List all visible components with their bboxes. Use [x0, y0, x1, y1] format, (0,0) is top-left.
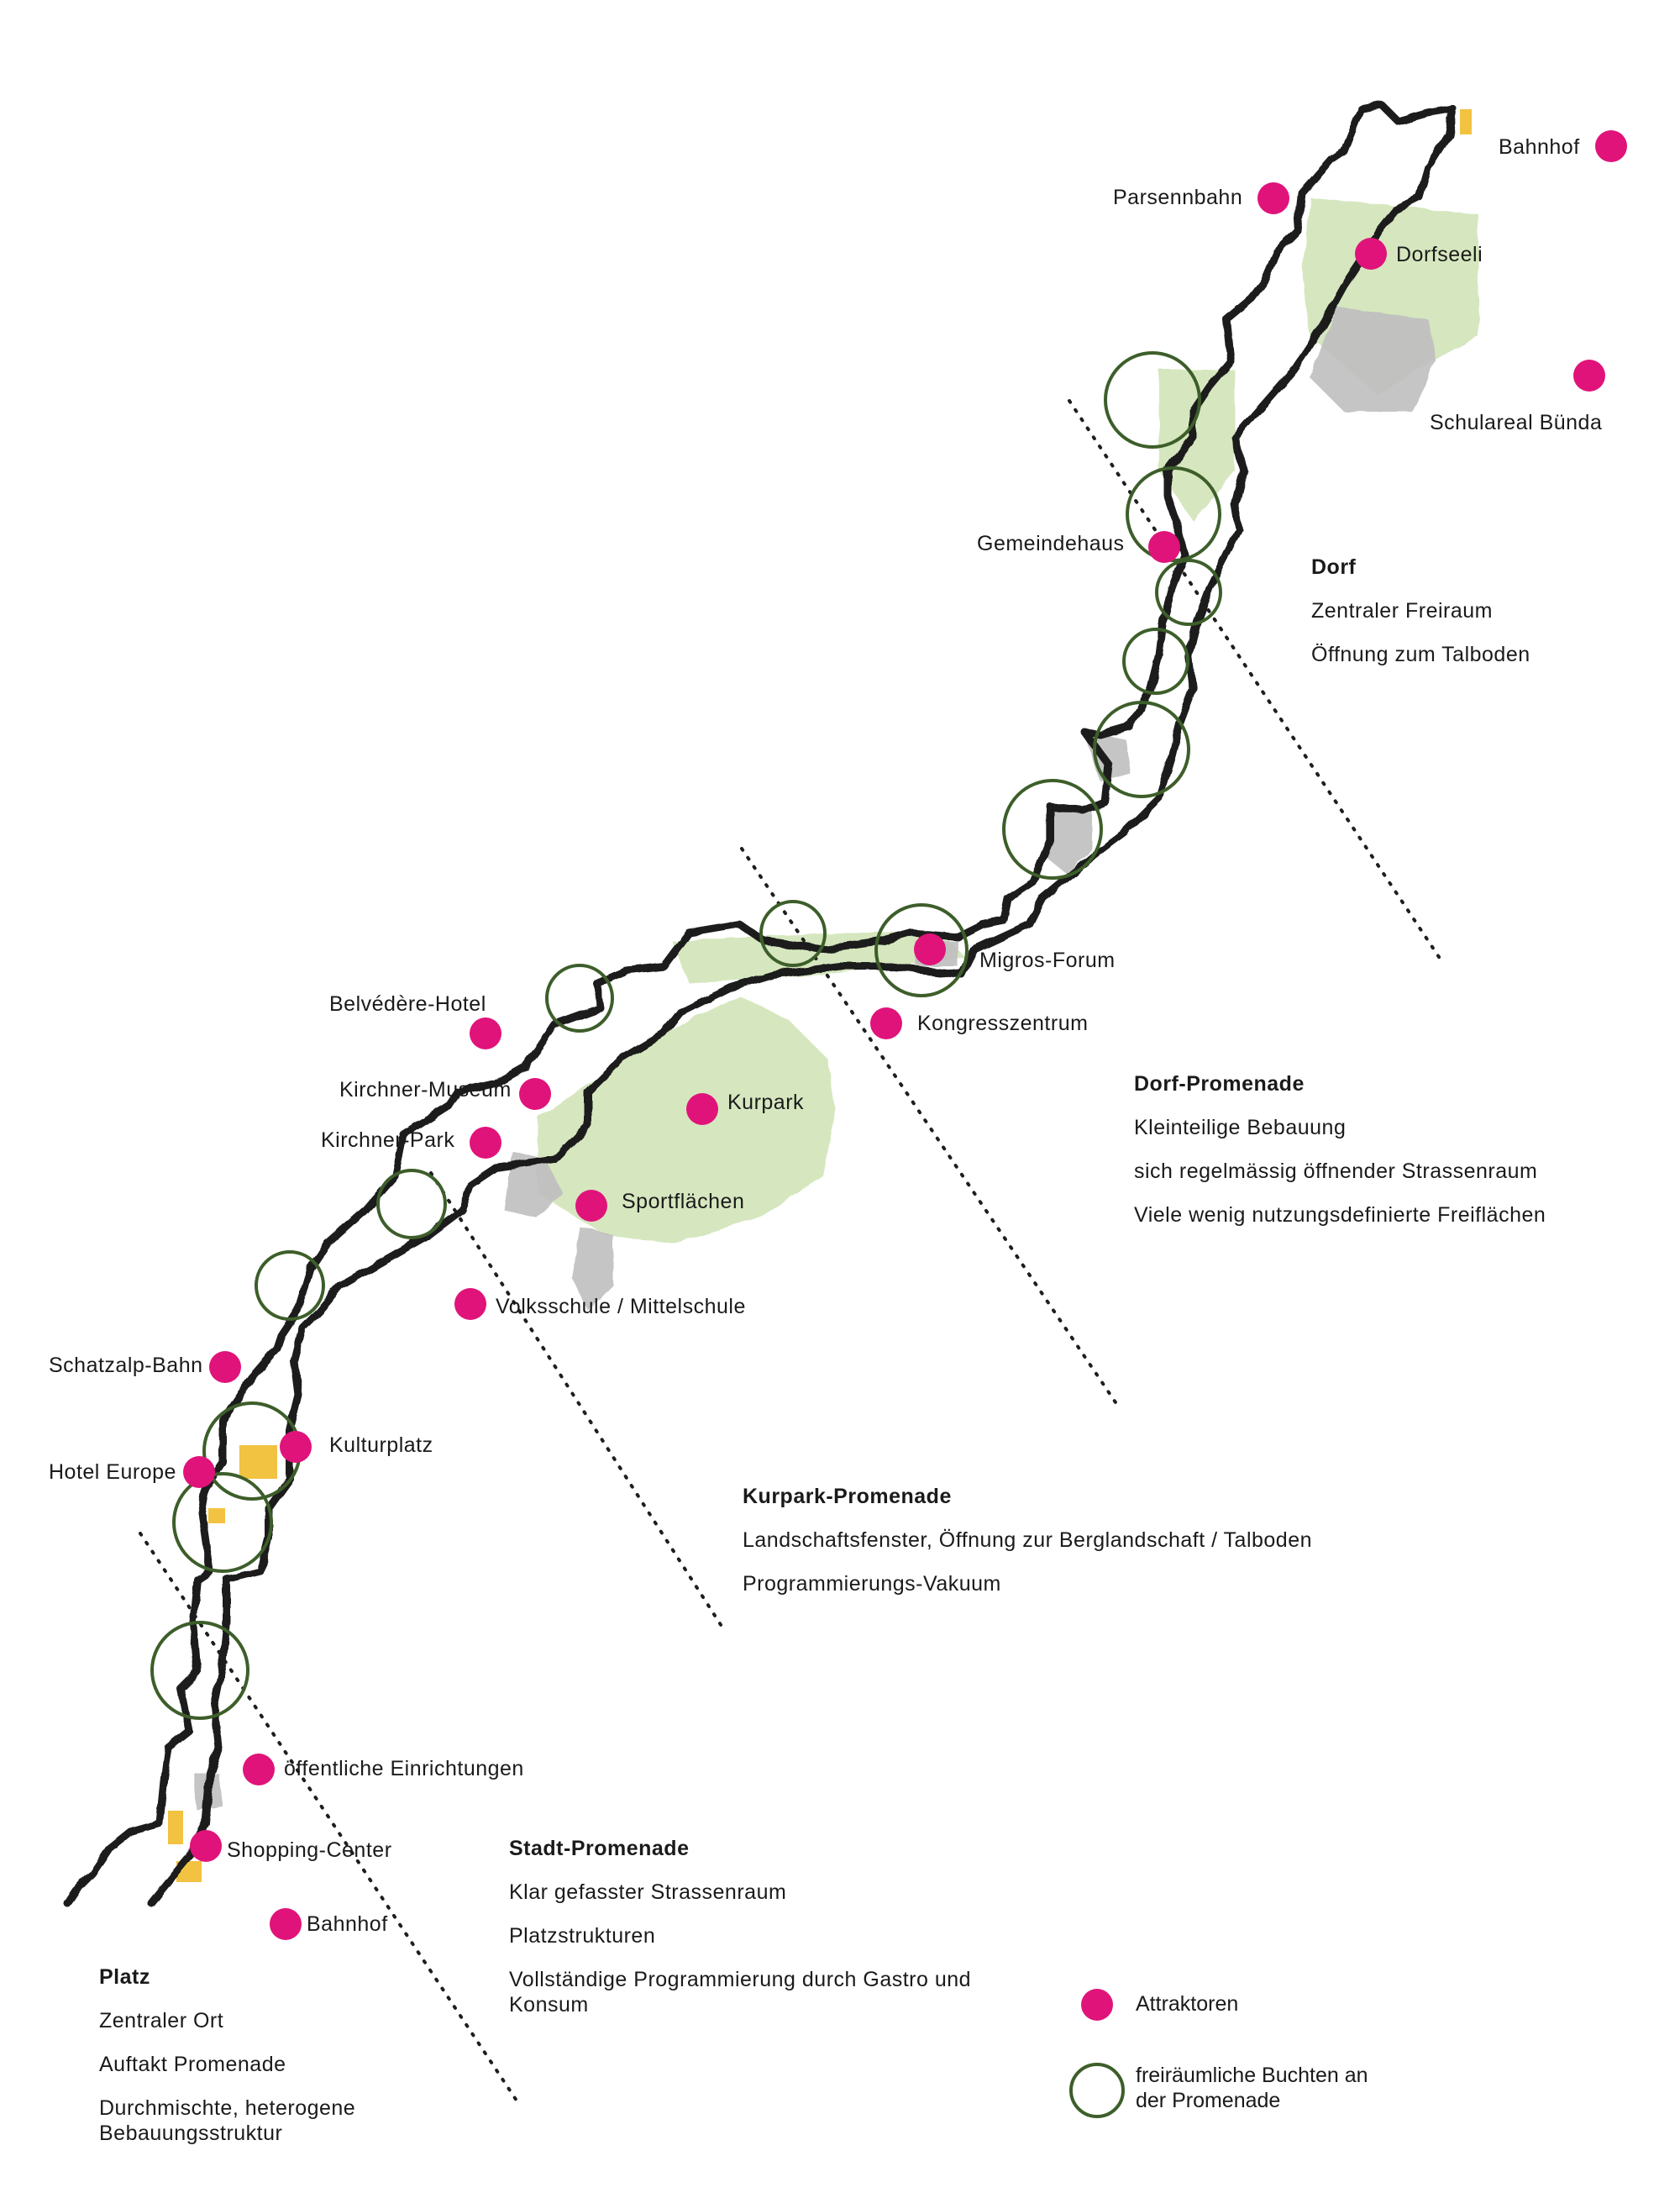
legend-attractors-label: Attraktoren — [1136, 1992, 1239, 2016]
attractor-dot-kirchner-museum — [519, 1078, 551, 1110]
bay-circle — [1104, 351, 1201, 449]
attractor-dot-oeffentliche-einrichtungen — [243, 1754, 275, 1785]
attractor-label: Dorfseeli — [1396, 243, 1483, 266]
section-platz: Platz Zentraler Ort Auftakt Promenade Du… — [99, 1964, 418, 2164]
bay-circle — [1093, 701, 1190, 798]
attractor-label: Shopping-Center — [227, 1838, 392, 1862]
attractor-dot-kirchner-park — [470, 1127, 501, 1159]
section-title: Platz — [99, 1965, 150, 1989]
attractor-label: Kurpark — [727, 1091, 805, 1114]
bay-circle — [1002, 779, 1103, 880]
bay-circle — [545, 964, 614, 1033]
attractor-label: Schulareal Bünda — [1430, 411, 1603, 434]
bay-circle — [1122, 628, 1189, 695]
attractor-label: Bahnhof — [1499, 135, 1580, 159]
attractor-dot-hotel-europe — [183, 1456, 215, 1488]
section-line: Zentraler Ort — [99, 2009, 224, 2032]
bay-circle — [1126, 466, 1221, 562]
attractor-dot-bahnhof-north — [1595, 130, 1627, 162]
section-title: Kurpark-Promenade — [743, 1485, 952, 1508]
attractor-label: Schatzalp-Bahn — [49, 1354, 203, 1377]
section-line: Öffnung zum Talboden — [1311, 643, 1530, 666]
attractor-dot-bahnhof-south — [270, 1908, 302, 1940]
grey-area-sport-2 — [571, 1227, 613, 1311]
bay-circle — [150, 1621, 249, 1720]
attractor-label: Hotel Europe — [49, 1460, 176, 1484]
attractor-dots — [183, 130, 1627, 1940]
attractor-label: Belvédère-Hotel — [329, 992, 486, 1016]
attractor-dot-volksschule — [454, 1288, 486, 1320]
promenade-outline — [63, 101, 1457, 1907]
grey-area-bay-1 — [1046, 807, 1092, 874]
section-line: Viele wenig nutzungsdefinierte Freifläch… — [1134, 1203, 1546, 1227]
attractor-dot-belvedere-hotel — [470, 1017, 501, 1049]
plaza-shopping — [168, 1811, 183, 1844]
legend-attractor-icon — [1081, 1989, 1113, 2021]
attractor-dot-kulturplatz — [280, 1431, 312, 1463]
bay-circle — [376, 1169, 447, 1239]
green-space-north-strip — [1159, 370, 1235, 521]
attractor-dot-shopping-center — [190, 1830, 222, 1862]
bay-circles — [150, 351, 1222, 1720]
attractor-label: Sportflächen — [622, 1190, 745, 1213]
section-line: Durchmischte, heterogene Bebauungsstrukt… — [99, 2096, 356, 2145]
section-line: Vollständige Programmierung durch Gastro… — [509, 1968, 972, 2017]
section-line: Platzstrukturen — [509, 1924, 656, 1948]
plaza-kulturplatz — [239, 1445, 277, 1479]
section-dorf-promenade: Dorf-Promenade Kleinteilige Bebauung sic… — [1134, 1071, 1546, 1246]
section-line: Kleinteilige Bebauung — [1134, 1116, 1347, 1139]
bay-circle — [874, 903, 969, 997]
section-title: Stadt-Promenade — [509, 1837, 690, 1860]
green-space-kurpark — [538, 996, 836, 1244]
attractor-label: Kirchner-Park — [321, 1128, 455, 1152]
attractor-label: Bahnhof — [307, 1912, 388, 1936]
grey-area-schulareal — [1310, 307, 1436, 412]
section-dorf: Dorf Zentraler Freiraum Öffnung zum Talb… — [1311, 555, 1530, 686]
bay-circle — [1155, 559, 1222, 626]
section-line: sich regelmässig öffnender Strassenraum — [1134, 1159, 1538, 1183]
section-stadt-promenade: Stadt-Promenade Klar gefasster Strassenr… — [509, 1836, 979, 2036]
attractor-label: Migros-Forum — [979, 949, 1116, 972]
divider-stadt-promenade — [139, 1532, 518, 2102]
attractor-dot-kurpark — [686, 1093, 718, 1125]
attractor-label: Parsennbahn — [1113, 186, 1243, 209]
attractor-label: Volksschule / Mittelschule — [496, 1295, 746, 1318]
attractor-label: Kulturplatz — [329, 1433, 433, 1457]
section-title: Dorf — [1311, 555, 1357, 579]
attractor-label: Gemeindehaus — [977, 532, 1125, 555]
section-line: Landschaftsfenster, Öffnung zur Bergland… — [743, 1528, 1313, 1552]
section-line: Auftakt Promenade — [99, 2053, 286, 2076]
bay-circle — [759, 900, 827, 967]
attractor-dot-kongresszentrum — [870, 1007, 902, 1039]
section-kurpark-promenade: Kurpark-Promenade Landschaftsfenster, Öf… — [743, 1484, 1312, 1615]
section-title: Dorf-Promenade — [1134, 1072, 1305, 1096]
divider-kurpark-promenade — [429, 1171, 726, 1632]
attractor-label: Kongresszentrum — [917, 1012, 1089, 1035]
bay-circle — [172, 1472, 273, 1573]
attractor-label: öffentliche Einrichtungen — [284, 1757, 524, 1780]
promenade-north-stub — [1357, 101, 1457, 126]
attractor-dot-schatzalp-bahn — [209, 1351, 241, 1383]
legend-bay-icon — [1069, 2063, 1125, 2118]
attractor-label: Kirchner-Museum — [339, 1078, 512, 1102]
plaza-bahnhof-north — [1460, 109, 1472, 134]
attractor-dot-schulareal — [1573, 360, 1605, 392]
green-space-promenade-mid — [672, 933, 966, 983]
bay-circle — [255, 1250, 325, 1321]
attractor-dot-gemeindehaus — [1148, 531, 1180, 563]
section-line: Programmierungs-Vakuum — [743, 1572, 1001, 1596]
attractor-dot-dorfseeli — [1355, 238, 1387, 270]
section-line: Klar gefasster Strassenraum — [509, 1880, 787, 1904]
attractor-dot-parsennbahn — [1257, 182, 1289, 214]
attractor-dot-migros-forum — [914, 933, 946, 965]
legend-bays-label: freiräumliche Buchten an der Promenade — [1136, 2064, 1368, 2112]
promenade-west-edge — [63, 105, 1365, 1907]
plaza-hotel-europe — [208, 1508, 225, 1523]
section-line: Zentraler Freiraum — [1311, 599, 1493, 623]
attractor-dot-sportflaechen — [575, 1190, 607, 1222]
divider-dorf-promenade — [740, 847, 1119, 1407]
